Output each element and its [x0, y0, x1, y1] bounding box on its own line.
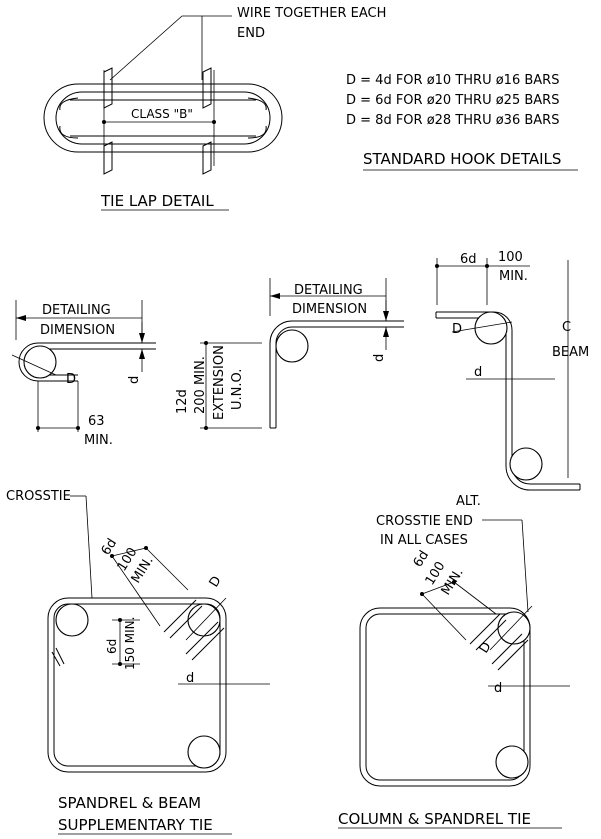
column-alt-line2: CROSSTIE END: [376, 514, 473, 529]
hook135-d-label: d: [474, 365, 482, 380]
spandrel-dim-6d: 6d: [99, 536, 120, 558]
column-D-label: D: [477, 640, 495, 656]
hook-135-detail: 6d 100 MIN. D d C BEAM: [435, 250, 589, 491]
column-d-label: d: [494, 681, 502, 696]
hook90-ext-line3: EXTENSION: [212, 345, 227, 420]
column-alt-line3: IN ALL CASES: [380, 533, 468, 548]
spandrel-d-label: d: [186, 671, 194, 686]
column-tie-title: COLUMN & SPANDREL TIE: [338, 810, 531, 828]
column-dim-6d: 6d: [411, 548, 432, 570]
hook-row-3: D = 8d FOR ø28 THRU ø36 BARS: [346, 113, 559, 128]
column-alt-line1: ALT.: [456, 494, 481, 509]
hook180-D-label: D: [66, 372, 76, 387]
hook135-dim-min: MIN.: [499, 269, 528, 284]
hook135-beam-label: BEAM: [552, 345, 589, 360]
hook-row-1: D = 4d FOR ø10 THRU ø16 BARS: [346, 73, 559, 88]
hook90-ext-line1: 12d: [175, 389, 190, 414]
spandrel-side-6d: 6d: [105, 639, 119, 654]
hook180-label-line1: DETAILING: [42, 303, 111, 318]
hook135-centerline-symbol: C: [562, 320, 571, 335]
column-spandrel-tie: ALT. CROSSTIE END IN ALL CASES 6d 100 MI…: [338, 494, 570, 829]
hook135-dim-6d: 6d: [460, 252, 477, 267]
spandrel-title-line2: SUPPLEMENTARY TIE: [58, 816, 213, 834]
tie-lap-title: TIE LAP DETAIL: [100, 192, 214, 210]
hook90-label-line1: DETAILING: [294, 283, 363, 298]
spandrel-title-line1: SPANDREL & BEAM: [58, 794, 201, 812]
crosstie-label: CROSSTIE: [6, 489, 71, 504]
hook180-d-label: d: [127, 376, 142, 384]
hook180-ext-unit: MIN.: [84, 433, 113, 448]
hook90-label-line2: DIMENSION: [292, 302, 367, 317]
hook180-ext-value: 63: [88, 414, 105, 429]
hook90-ext-line4: U.N.O.: [230, 369, 245, 410]
tie-lap-callout-line1: WIRE TOGETHER EACH: [237, 6, 386, 21]
tie-lap-detail: WIRE TOGETHER EACH END CLASS "B" TIE LAP…: [43, 6, 386, 211]
hook-diameter-table: D = 4d FOR ø10 THRU ø16 BARS D = 6d FOR …: [346, 73, 578, 171]
hook90-d-label: d: [372, 354, 387, 362]
tie-lap-callout-line2: END: [237, 26, 265, 41]
hook135-D-label: D: [452, 322, 462, 337]
hook-table-title: STANDARD HOOK DETAILS: [363, 150, 561, 168]
hook-180-detail: DETAILING DIMENSION d D 63 MIN.: [11, 300, 156, 448]
hook-row-2: D = 6d FOR ø20 THRU ø25 BARS: [346, 93, 559, 108]
hook90-ext-line2: 200 MIN.: [193, 356, 208, 414]
splice-class-label: CLASS "B": [131, 107, 193, 121]
spandrel-D-label: D: [207, 574, 225, 590]
spandrel-beam-tie: CROSSTIE 6d 100 MIN. 6d 150 MIN. D d SPA…: [6, 489, 270, 835]
hook-90-detail: DETAILING DIMENSION d 12d 200 MIN. EXTEN…: [175, 278, 404, 430]
spandrel-side-150: 150 MIN.: [123, 617, 137, 670]
hook135-dim-100: 100: [498, 250, 523, 265]
hook180-label-line2: DIMENSION: [40, 323, 115, 338]
